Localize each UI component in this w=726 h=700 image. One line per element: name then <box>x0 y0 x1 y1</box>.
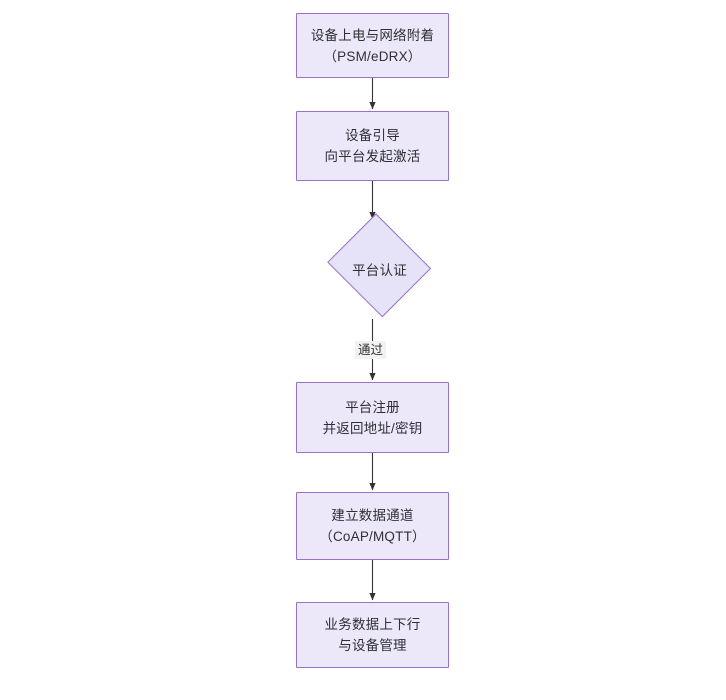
node-label: 设备上电与网络附着 （PSM/eDRX） <box>310 27 435 64</box>
node-label: 业务数据上下行 与设备管理 <box>324 617 421 653</box>
edge-label-pass: 通过 <box>355 341 387 359</box>
node-device-bootstrap[interactable]: 设备引导 向平台发起激活 <box>296 111 449 181</box>
node-label: 建立数据通道 （CoAP/MQTT） <box>319 508 426 544</box>
node-platform-registration[interactable]: 平台注册 并返回地址/密钥 <box>296 382 449 453</box>
node-device-power-on[interactable]: 设备上电与网络附着 （PSM/eDRX） <box>296 13 449 78</box>
node-business-data-and-management[interactable]: 业务数据上下行 与设备管理 <box>296 602 449 668</box>
node-platform-authentication[interactable]: 平台认证 <box>324 213 435 319</box>
node-label: 平台注册 并返回地址/密钥 <box>322 399 423 436</box>
node-establish-data-channel[interactable]: 建立数据通道 （CoAP/MQTT） <box>296 492 449 560</box>
node-label: 平台认证 <box>352 262 407 278</box>
node-label: 设备引导 向平台发起激活 <box>324 128 421 164</box>
